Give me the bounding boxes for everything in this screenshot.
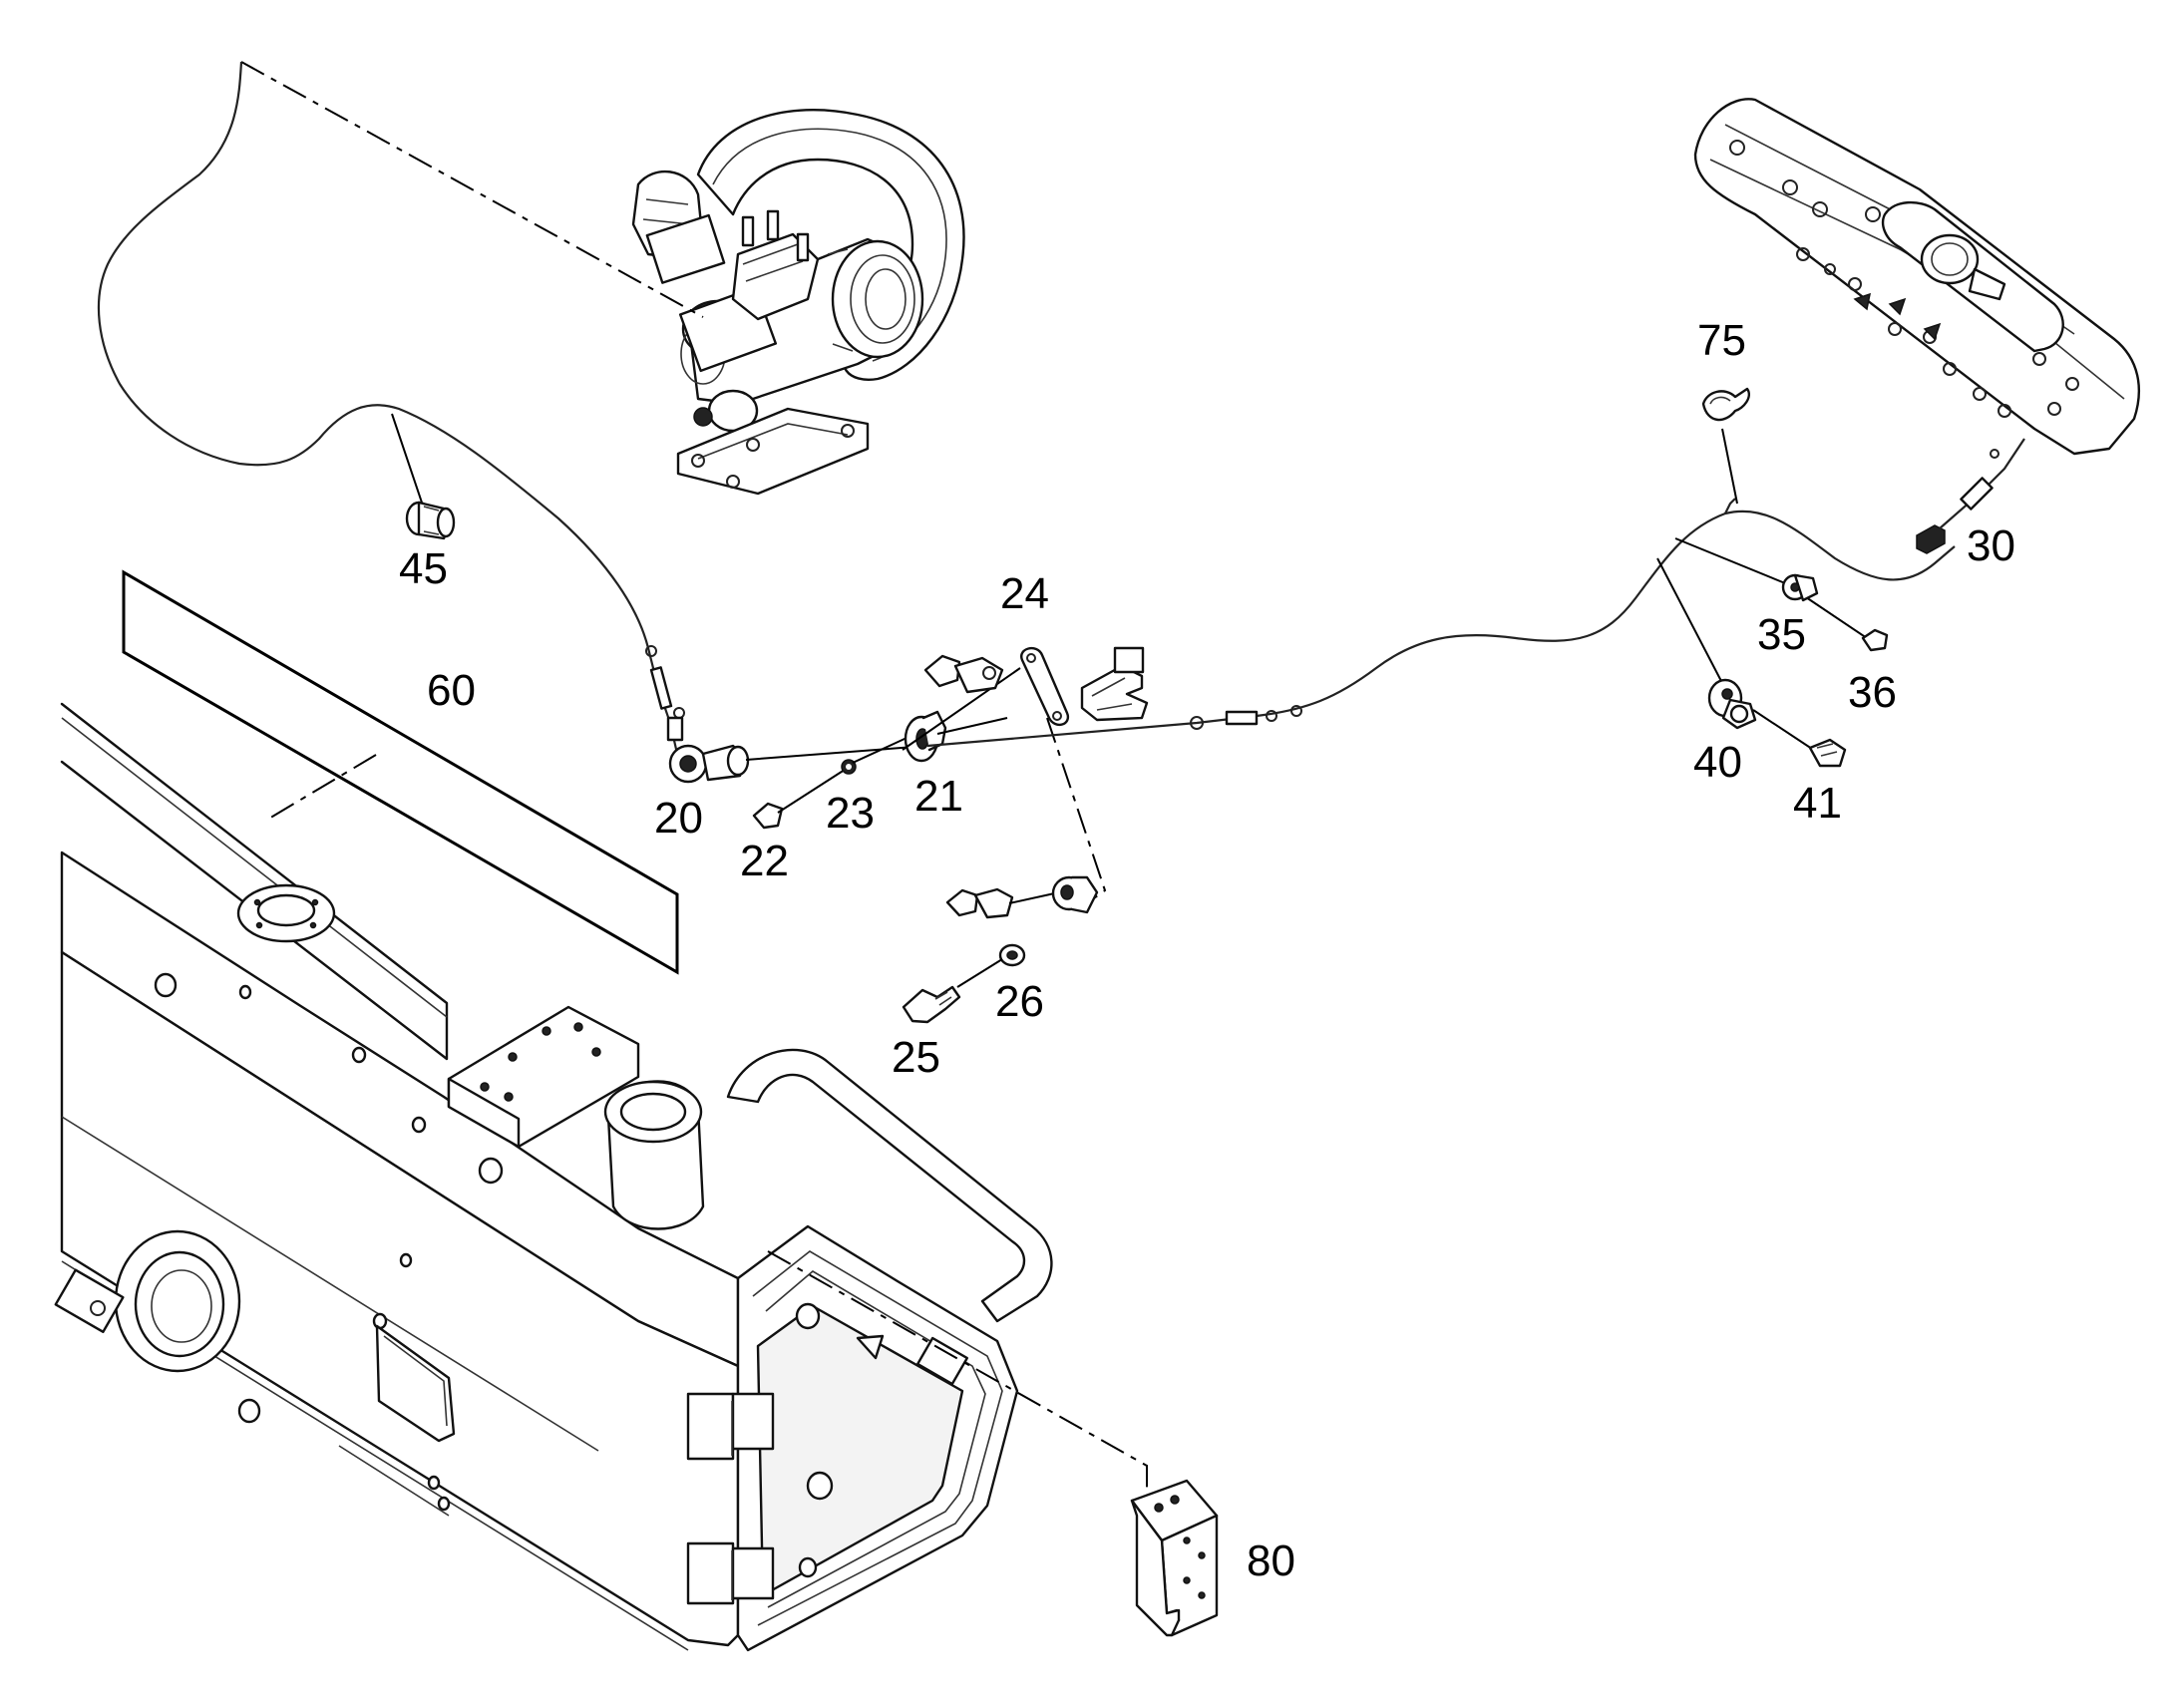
callout-60: 60 xyxy=(427,666,476,715)
part-36-screw xyxy=(1861,628,1889,652)
cable-right xyxy=(926,428,1956,754)
part-35-clamp xyxy=(1781,573,1819,602)
dashed-leader-pump xyxy=(240,61,704,318)
dashed-leader-bracket xyxy=(767,1250,1148,1496)
part-80-bracket xyxy=(1130,1479,1219,1637)
callout-23: 23 xyxy=(826,789,875,838)
callout-labels: 45 60 20 22 23 21 24 26 25 75 30 35 36 4… xyxy=(399,316,2015,1585)
pump-assembly xyxy=(631,109,965,496)
callout-21: 21 xyxy=(914,772,963,821)
callout-30: 30 xyxy=(1967,521,2015,570)
part-45-grommet xyxy=(391,413,456,540)
frame-chassis xyxy=(54,702,1053,1652)
callout-22: 22 xyxy=(740,837,789,885)
callout-75: 75 xyxy=(1697,316,1746,365)
part-60-decal xyxy=(122,569,679,975)
callout-41: 41 xyxy=(1793,779,1842,828)
callout-80: 80 xyxy=(1247,1537,1295,1585)
callout-40: 40 xyxy=(1693,738,1742,787)
control-handle xyxy=(1693,98,2141,456)
callout-20: 20 xyxy=(654,794,703,843)
cable-left xyxy=(97,61,685,759)
callout-45: 45 xyxy=(399,544,448,593)
callout-35: 35 xyxy=(1757,610,1806,659)
callout-25: 25 xyxy=(892,1033,940,1082)
part-75-clip xyxy=(1701,387,1750,422)
part-30-fitting xyxy=(1916,438,2025,554)
part-41-screw xyxy=(1808,738,1847,768)
center-linkage xyxy=(668,646,1149,1024)
callout-24: 24 xyxy=(1000,569,1049,618)
callout-26: 26 xyxy=(995,977,1044,1026)
callout-36: 36 xyxy=(1848,668,1897,717)
part-40-clamp xyxy=(1707,678,1757,730)
